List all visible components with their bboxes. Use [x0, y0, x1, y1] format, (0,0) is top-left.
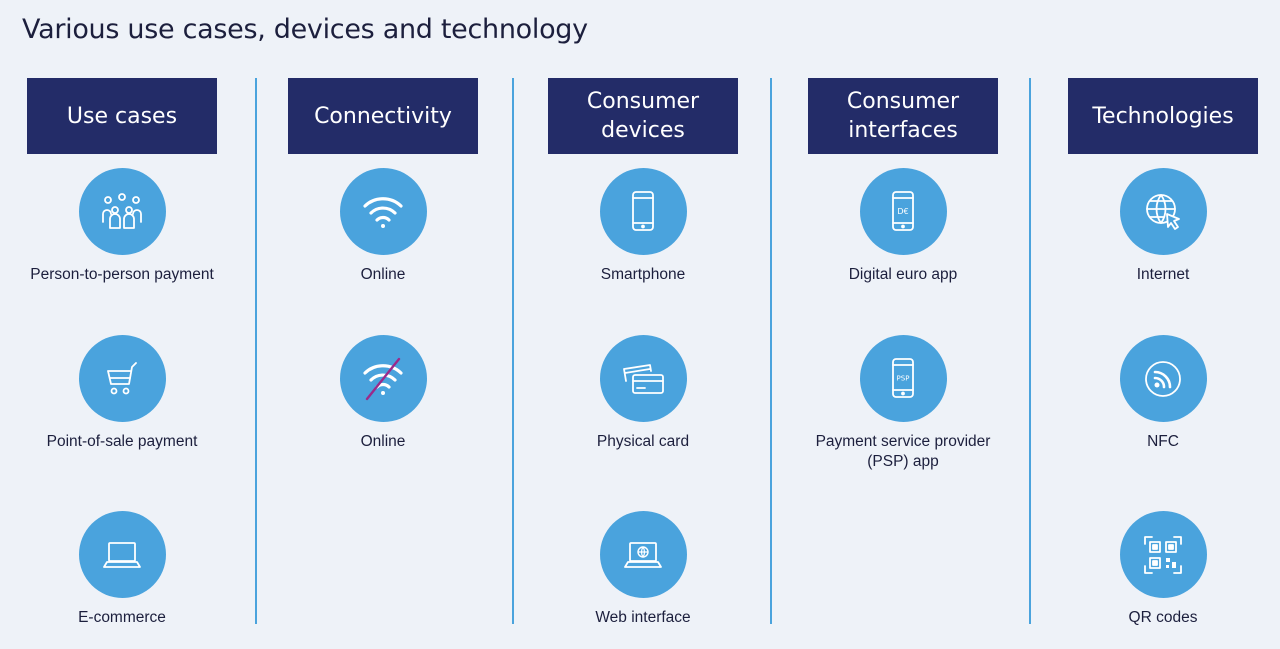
- column-technologies: Technologies Internet NFC: [1068, 78, 1258, 626]
- wifi-off-icon: [339, 335, 427, 422]
- item-online-disconnected: Online: [288, 335, 478, 452]
- column-use-cases: Use cases Person-to-person payment Point…: [27, 78, 217, 626]
- item-label: Internet: [1136, 266, 1190, 283]
- column-header: Connectivity: [288, 78, 478, 154]
- item-physical-card: Physical card: [548, 335, 738, 452]
- nfc-icon: [1119, 335, 1207, 422]
- column-header: Consumer devices: [548, 78, 738, 154]
- shopping-cart-icon: [78, 335, 166, 422]
- item-person-to-person: Person-to-person payment: [27, 168, 217, 285]
- laptop-globe-icon: [599, 511, 687, 598]
- item-internet: Internet: [1068, 168, 1258, 285]
- item-nfc: NFC: [1068, 335, 1258, 452]
- column-divider: [512, 78, 514, 624]
- smartphone-icon: [599, 168, 687, 255]
- svg-text:D€: D€: [897, 207, 908, 216]
- item-label: Physical card: [596, 433, 690, 450]
- item-qr-codes: QR codes: [1068, 511, 1258, 628]
- column-divider: [1029, 78, 1031, 624]
- item-label: Point-of-sale payment: [46, 433, 198, 450]
- cards-icon: [599, 335, 687, 422]
- item-label: Web interface: [595, 609, 691, 626]
- phone-psp-icon: PSP: [859, 335, 947, 422]
- item-label: E-commerce: [78, 609, 166, 626]
- item-label: Person-to-person payment: [30, 266, 214, 283]
- item-online: Online: [288, 168, 478, 285]
- item-label: Payment service provider (PSP) app: [815, 433, 991, 470]
- item-label: QR codes: [1128, 609, 1198, 626]
- page-title: Various use cases, devices and technolog…: [22, 14, 588, 45]
- phone-digital-euro-icon: D€: [859, 168, 947, 255]
- item-label: Online: [360, 433, 406, 450]
- item-smartphone: Smartphone: [548, 168, 738, 285]
- globe-cursor-icon: [1119, 168, 1207, 255]
- svg-text:PSP: PSP: [897, 374, 910, 382]
- item-label: Online: [360, 266, 406, 283]
- qr-code-icon: [1119, 511, 1207, 598]
- column-header: Consumer interfaces: [808, 78, 998, 154]
- item-label: NFC: [1147, 433, 1179, 450]
- item-label: Digital euro app: [848, 266, 958, 283]
- column-divider: [770, 78, 772, 624]
- column-consumer-interfaces: Consumer interfaces D€ Digital euro app …: [808, 78, 998, 470]
- laptop-icon: [78, 511, 166, 598]
- column-header: Use cases: [27, 78, 217, 154]
- column-consumer-devices: Consumer devices Smartphone Physical car…: [548, 78, 738, 626]
- item-digital-euro-app: D€ Digital euro app: [808, 168, 998, 285]
- column-header: Technologies: [1068, 78, 1258, 154]
- column-divider: [255, 78, 257, 624]
- column-connectivity: Connectivity Online Online: [288, 78, 478, 450]
- item-psp-app: PSP Payment service provider (PSP) app: [808, 335, 998, 472]
- item-point-of-sale: Point-of-sale payment: [27, 335, 217, 452]
- item-e-commerce: E-commerce: [27, 511, 217, 628]
- item-label: Smartphone: [600, 266, 686, 283]
- people-group-icon: [78, 168, 166, 255]
- wifi-icon: [339, 168, 427, 255]
- item-web-interface: Web interface: [548, 511, 738, 628]
